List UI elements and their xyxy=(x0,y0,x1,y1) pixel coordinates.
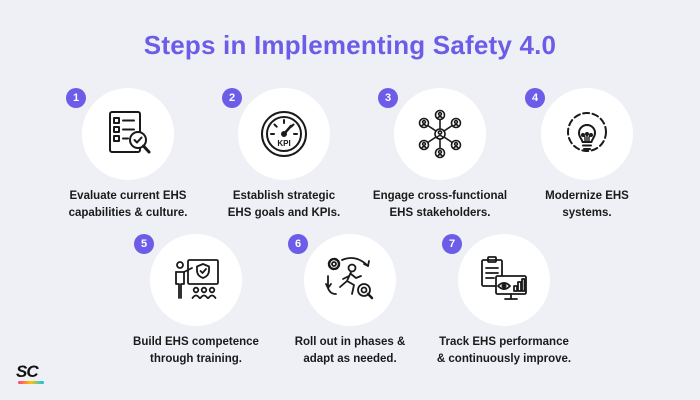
runner-gears-icon xyxy=(325,257,374,300)
logo-underline xyxy=(18,381,44,384)
step-number-badge: 6 xyxy=(288,234,308,254)
stakeholder-network-icon xyxy=(418,109,462,159)
step-label: Establish strategic EHS goals and KPIs. xyxy=(227,190,341,219)
step-number-badge: 2 xyxy=(222,88,242,108)
page-title: Steps in Implementing Safety 4.0 xyxy=(143,30,557,60)
step-number-badge: 5 xyxy=(134,234,154,254)
step-icon-circle xyxy=(150,234,242,326)
lightbulb-gear-icon xyxy=(567,112,607,152)
step-icon-circle xyxy=(458,234,550,326)
step-label: Roll out in phases & adapt as needed. xyxy=(294,336,406,365)
step-number-badge: 7 xyxy=(442,234,462,254)
step-icon-circle: KPI xyxy=(238,88,330,180)
monitor-analytics-icon xyxy=(481,256,527,300)
training-presenter-icon xyxy=(175,259,219,299)
step-icon-circle xyxy=(541,88,633,180)
checklist-magnifier-icon xyxy=(109,111,151,154)
step-label: Build EHS competence through training. xyxy=(133,336,259,365)
step-icon-circle xyxy=(82,88,174,180)
step-label: Track EHS performance & continuously imp… xyxy=(436,336,572,365)
step-icon-circle xyxy=(304,234,396,326)
logo-text: SC xyxy=(16,362,39,381)
step-number-badge: 1 xyxy=(66,88,86,108)
step-number-badge: 3 xyxy=(378,88,398,108)
step-label: Modernize EHS systems. xyxy=(545,190,629,219)
step-icon-circle xyxy=(394,88,486,180)
kpi-gauge-icon: KPI xyxy=(261,111,307,157)
step-label: Engage cross-functional EHS stakeholders… xyxy=(372,190,508,219)
step-number-badge: 4 xyxy=(525,88,545,108)
step-label: Evaluate current EHS capabilities & cult… xyxy=(68,190,188,219)
brand-logo: SC xyxy=(16,362,46,386)
svg-text:KPI: KPI xyxy=(277,139,290,148)
